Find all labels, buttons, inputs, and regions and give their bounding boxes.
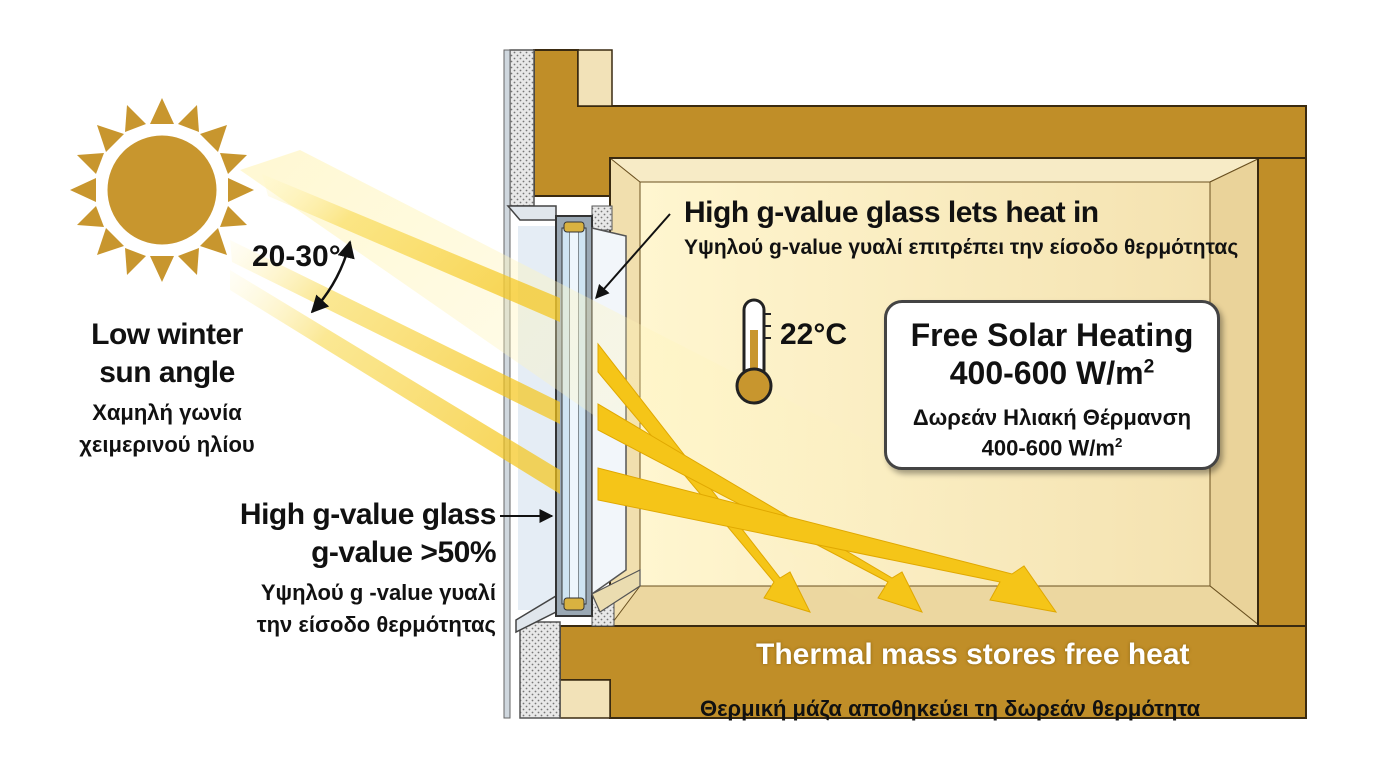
heat-in-pointer-arrow-icon [595, 213, 671, 300]
solar-heating-callout: Free Solar Heating 400-600 W/m2 Δωρεάν Η… [884, 300, 1220, 470]
sun-angle-label: 20-30° [252, 240, 341, 273]
glass-greek-line2: την είσοδο θερμότητας [256, 612, 496, 637]
callout-greek-title: Δωρεάν Ηλιακή Θέρμανση [912, 405, 1192, 430]
sun-angle-greek-line2: χειμερινού ηλίου [79, 432, 255, 457]
sun-beam-3 [597, 467, 1058, 613]
callout-value: 400-600 W/m2 [949, 355, 1155, 391]
sun-angle-arc-icon [310, 240, 355, 314]
thermal-mass-greek: Θερμική μάζα αποθηκεύει τη δωρεάν θερμότ… [700, 696, 1201, 721]
sun-beam-outer-left [262, 174, 560, 322]
sun-angle-title-line1: Low winter [91, 318, 243, 351]
glass-label-line2: g-value >50% [311, 536, 496, 569]
sun-beam-outer-right [230, 270, 560, 494]
glass-label-line1: High g-value glass [239, 498, 497, 531]
callout-value-exponent: 2 [1143, 356, 1155, 378]
sun-icon [70, 98, 254, 282]
heat-in-greek: Υψηλού g-value γυαλί επιτρέπει την είσοδ… [684, 236, 1239, 259]
callout-greek-value-exponent: 2 [1114, 435, 1123, 450]
room-temperature: 22°C [780, 318, 848, 351]
sun-angle-greek-line1: Χαμηλή γωνία [92, 400, 242, 425]
glass-greek-line1: Υψηλού g -value γυαλί [260, 580, 496, 605]
callout-greek-value: 400-600 W/m2 [981, 435, 1123, 461]
thermometer-icon [735, 298, 773, 405]
callout-title: Free Solar Heating [910, 317, 1194, 353]
thermal-mass-title: Thermal mass stores free heat [756, 638, 1190, 671]
sun-beam-1 [597, 342, 811, 613]
heat-in-title: High g-value glass lets heat in [684, 196, 1099, 229]
sun-angle-title-line2: sun angle [99, 356, 235, 389]
sun-beam-2 [597, 403, 923, 613]
